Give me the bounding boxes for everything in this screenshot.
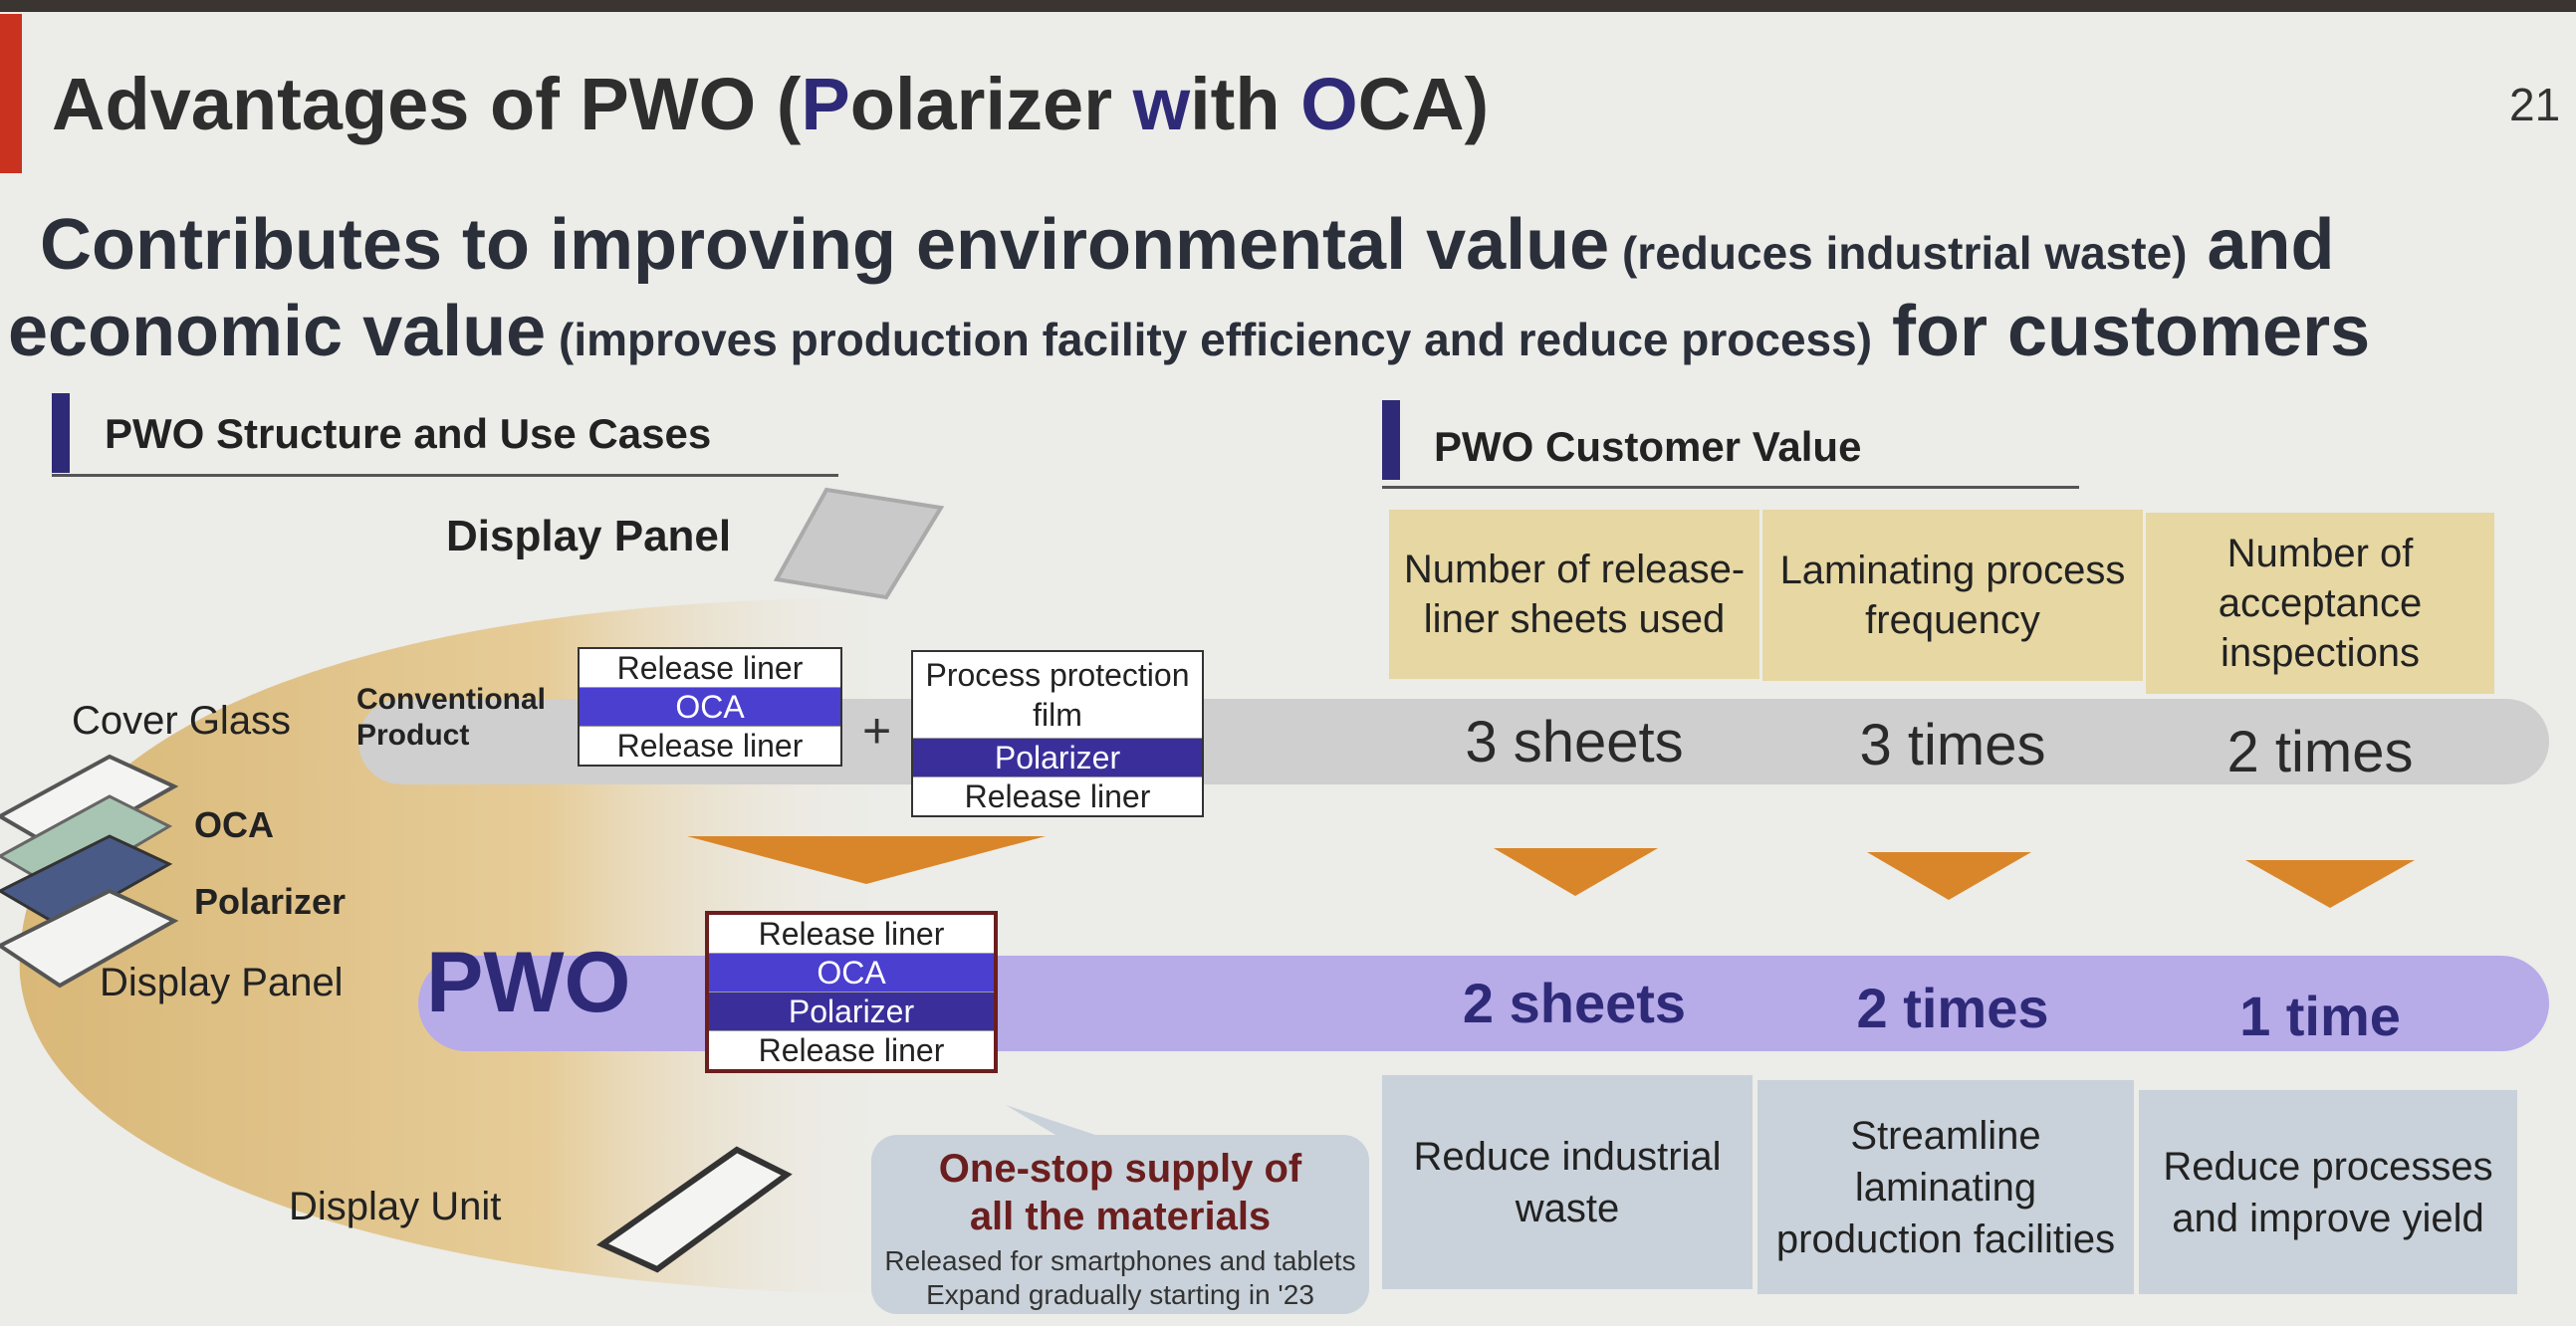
section-heading-structure: PWO Structure and Use Cases (105, 410, 712, 457)
layer-polarizer: Polarizer (913, 739, 1202, 777)
section-marker-right (1382, 400, 1400, 480)
display-unit-label: Display Unit (289, 1185, 502, 1228)
effect-streamline-laminating: Streamline laminating production facilit… (1757, 1080, 2134, 1294)
layer-release-liner: Release liner (758, 1032, 945, 1068)
conventional-stack-b: Process protection film Polarizer Releas… (911, 650, 1204, 817)
pwo-value-inspections: 1 time (2239, 985, 2401, 1047)
pwo-stack: Release liner OCA Polarizer Release line… (705, 911, 998, 1073)
down-arrow-col2 (1867, 852, 2031, 900)
conventional-value-sheets: 3 sheets (1465, 710, 1684, 774)
conventional-band (358, 699, 2549, 784)
plus-sign: + (862, 703, 892, 759)
layer-oca: OCA (709, 954, 994, 993)
callout-title-1: One-stop supply of (938, 1147, 1302, 1191)
conventional-product-label: Conventional Product (356, 683, 547, 752)
page-number: 21 (2509, 79, 2561, 130)
conventional-stack-a: Release liner OCA Release liner (578, 647, 842, 767)
effect-reduce-waste: Reduce industrial waste (1382, 1075, 1753, 1289)
section-marker-left (52, 393, 70, 473)
section-underline-left (52, 474, 838, 477)
one-stop-callout: One-stop supply of all the materials Rel… (871, 1135, 1369, 1314)
display-panel-label: Display Panel (446, 512, 732, 560)
section-underline-right (1382, 486, 2079, 489)
pwo-value-sheets: 2 sheets (1462, 972, 1687, 1034)
oca-label: OCA (194, 804, 274, 845)
callout-pointer (1006, 1105, 1095, 1135)
layer-release-liner: Release liner (709, 915, 994, 954)
pwo-value-laminating: 2 times (1856, 977, 2049, 1039)
down-arrow-left (687, 836, 1046, 884)
pwo-label: PWO (426, 935, 631, 1030)
cover-glass-label: Cover Glass (72, 699, 292, 743)
top-bar (0, 0, 2576, 12)
display-panel-shape (773, 487, 945, 600)
down-arrow-col3 (2245, 860, 2415, 908)
column-header-laminating: Laminating process frequency (1762, 510, 2143, 681)
polarizer-label: Polarizer (194, 881, 347, 922)
display-panel-layer-label: Display Panel (100, 961, 344, 1004)
page-title: Advantages of PWO (Polarizer with OCA) (52, 63, 1490, 145)
callout-line-2: Expand gradually starting in '23 (926, 1278, 1314, 1310)
layer-oca: OCA (580, 688, 840, 727)
layer-polarizer: Polarizer (709, 993, 994, 1031)
column-header-release-liner: Number of release-liner sheets used (1389, 510, 1759, 679)
effect-reduce-processes: Reduce processes and improve yield (2139, 1090, 2517, 1294)
column-header-inspections: Number of acceptance inspections (2146, 513, 2494, 694)
callout-title-2: all the materials (969, 1195, 1272, 1238)
conventional-value-inspections: 2 times (2226, 720, 2414, 784)
headline-line-1: Contributes to improving environmental v… (40, 205, 2335, 285)
section-heading-value: PWO Customer Value (1434, 423, 1862, 470)
layer-release-liner: Release liner (616, 728, 804, 764)
accent-bar (0, 14, 22, 173)
layer-release-liner: Release liner (964, 778, 1151, 814)
callout-line-1: Released for smartphones and tablets (884, 1245, 1356, 1276)
layer-release-liner: Release liner (580, 649, 840, 688)
layer-process-protection-film: Process protection film (913, 652, 1202, 739)
headline-line-2: economic value (improves production faci… (8, 292, 2371, 371)
polarizer-shape (0, 834, 173, 928)
display-unit-phone (595, 1146, 793, 1273)
conventional-value-laminating: 3 times (1859, 713, 2046, 777)
display-layer-shape (0, 888, 179, 989)
down-arrow-col1 (1494, 848, 1658, 896)
